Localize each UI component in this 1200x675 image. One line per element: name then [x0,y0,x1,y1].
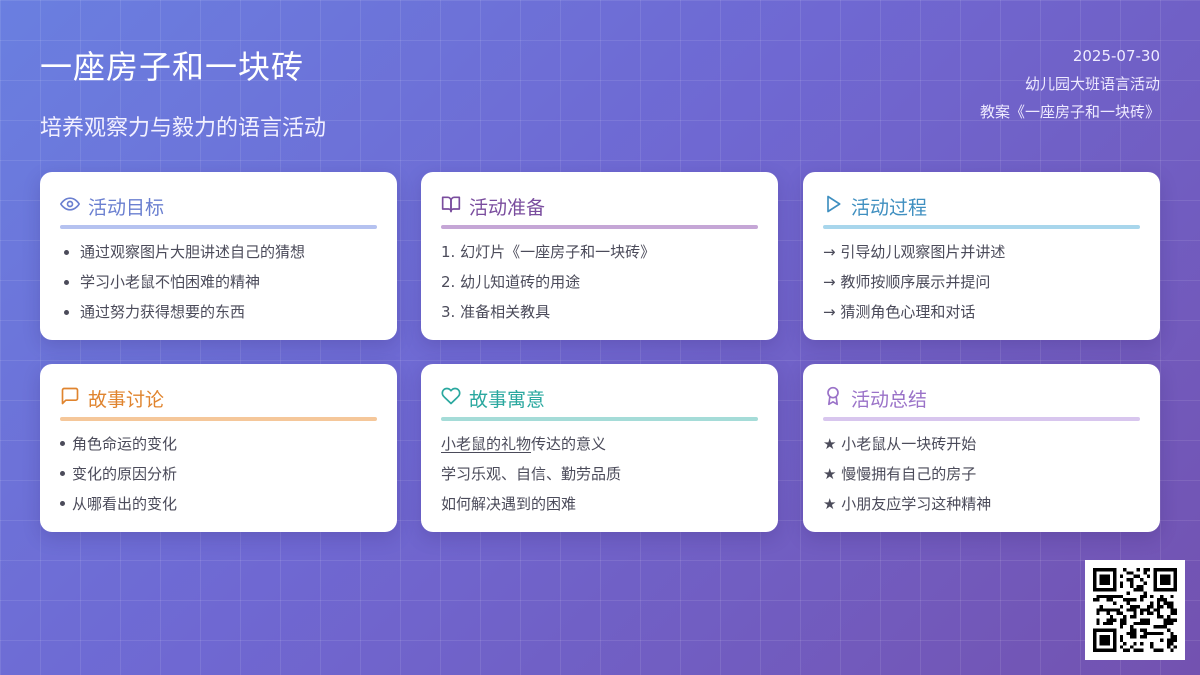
category-label: 幼儿园大班语言活动 [1024,75,1160,93]
card-divider [441,225,758,229]
bullet-dot [60,470,65,476]
underlined-term: 小老鼠的礼物 [441,435,532,453]
list-item: 学习小老鼠不怕困难的精神 [80,267,377,297]
card-title: 活动目标 [88,196,165,219]
list-item: 3. 准备相关教具 [441,303,551,321]
bullet-dot [60,500,65,506]
chat-icon [60,386,80,410]
list-item: 如何解决遇到的困难 [441,495,577,513]
list-item: ★ 小朋友应学习这种精神 [823,495,992,513]
list-item: 1. 幻灯片《一座房子和一块砖》 [441,243,656,261]
card-title: 活动过程 [851,196,928,219]
card-title: 活动总结 [851,388,928,411]
card-divider [823,225,1140,229]
list-item: 通过努力获得想要的东西 [80,297,377,327]
card-activity-goals: 活动目标 通过观察图片大胆讲述自己的猜想 学习小老鼠不怕困难的精神 通过努力获得… [40,172,397,340]
qr-code-icon[interactable] [1085,560,1185,660]
list-item-text: 角色命运的变化 [72,435,178,453]
card-title: 活动准备 [469,196,546,219]
list-item-text: 传达的意义 [531,435,607,453]
list-item: → 引导幼儿观察图片并讲述 [823,243,1006,261]
list-item: 角色命运的变化 [60,429,377,459]
list-item: 变化的原因分析 [60,459,377,489]
list-item: 从哪看出的变化 [60,489,377,519]
play-icon [823,194,843,218]
card-title: 故事寓意 [469,388,546,411]
list-item: ★ 小老鼠从一块砖开始 [823,435,977,453]
card-title: 故事讨论 [88,388,165,411]
list-item: ★ 慢慢拥有自己的房子 [823,465,977,483]
card-divider [441,417,758,421]
list-item: → 教师按顺序展示并提问 [823,273,991,291]
bullet-dot [60,440,65,446]
book-icon [441,194,461,218]
plan-name-label: 教案《一座房子和一块砖》 [979,103,1160,121]
card-story-meaning: 故事寓意 小老鼠的礼物传达的意义 学习乐观、自信、勤劳品质 如何解决遇到的困难 [421,364,778,532]
card-divider [60,225,377,229]
page-subtitle: 培养观察力与毅力的语言活动 [40,116,327,141]
page-title: 一座房子和一块砖 [40,48,305,86]
list-item-text: 从哪看出的变化 [72,495,178,513]
card-divider [823,417,1140,421]
card-activity-summary: 活动总结 ★ 小老鼠从一块砖开始 ★ 慢慢拥有自己的房子 ★ 小朋友应学习这种精… [803,364,1160,532]
list-item: 学习乐观、自信、勤劳品质 [441,465,622,483]
header: 一座房子和一块砖 培养观察力与毅力的语言活动 [40,42,326,142]
header-meta: 2025-07-30 幼儿园大班语言活动 教案《一座房子和一块砖》 [980,42,1160,126]
card-story-discussion: 故事讨论 角色命运的变化 变化的原因分析 从哪看出的变化 [40,364,397,532]
heart-icon [441,386,461,410]
list-item: 通过观察图片大胆讲述自己的猜想 [80,237,377,267]
card-activity-process: 活动过程 → 引导幼儿观察图片并讲述 → 教师按顺序展示并提问 → 猜测角色心理… [803,172,1160,340]
eye-icon [60,194,80,218]
list-item-text: 变化的原因分析 [72,465,178,483]
award-icon [823,386,843,410]
date-label: 2025-07-30 [1072,47,1160,65]
list-item: 2. 幼儿知道砖的用途 [441,273,581,291]
card-divider [60,417,377,421]
list-item: → 猜测角色心理和对话 [823,303,976,321]
card-activity-preparation: 活动准备 1. 幻灯片《一座房子和一块砖》 2. 幼儿知道砖的用途 3. 准备相… [421,172,778,340]
list-item: 小老鼠的礼物传达的意义 [441,429,758,459]
